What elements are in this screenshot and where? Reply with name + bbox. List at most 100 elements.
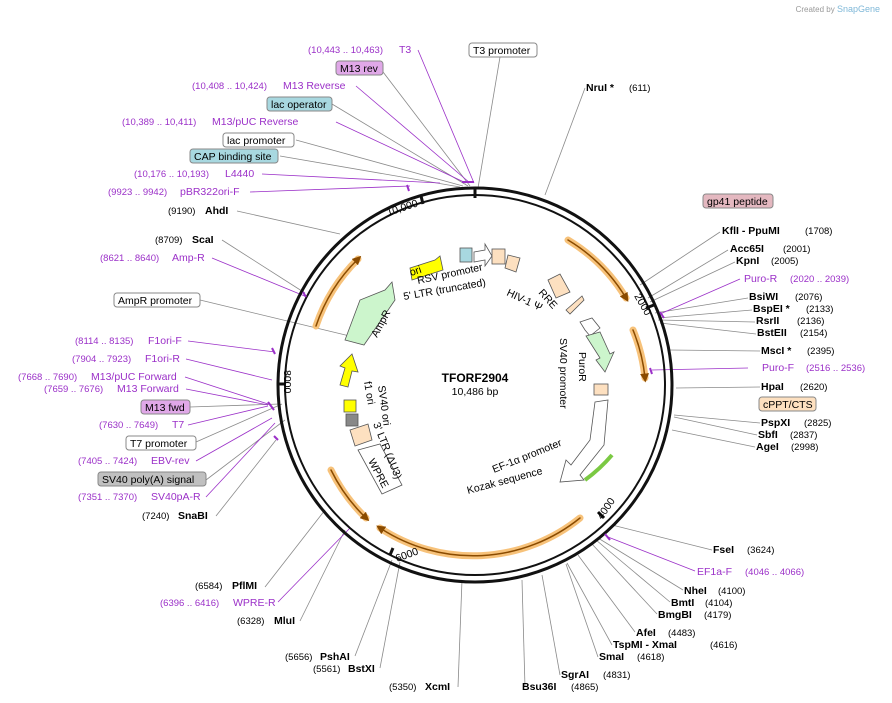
sv40-ori-box xyxy=(343,399,357,413)
enzyme-bsu36i: Bsu36I xyxy=(522,681,557,693)
enzyme-xcmi-pos: (5350) xyxy=(389,682,416,693)
enzyme-snabi-pos: (7240) xyxy=(142,511,169,522)
primer-m13puc-reverse-pos: (10,389 .. 10,411) xyxy=(122,117,196,128)
box-cap-binding-site-label: CAP binding site xyxy=(194,151,272,163)
enzyme-fsei: FseI xyxy=(713,544,734,556)
primer-pbr322ori-f: pBR322ori-F xyxy=(180,186,240,198)
cppt-box xyxy=(593,383,609,396)
enzyme-pshai-pos: (5656) xyxy=(285,652,312,663)
primer-ef1a-f: EF1a-F xyxy=(697,566,732,578)
rre-box xyxy=(547,273,571,299)
box-sv40-polya-signal-label: SV40 poly(A) signal xyxy=(102,474,194,486)
box-ampr-promoter-label: AmpR promoter xyxy=(118,295,193,307)
enzyme-bspei: BspEI * xyxy=(753,303,791,315)
enzyme-bmgbi: BmgBI xyxy=(658,609,692,621)
inner-features xyxy=(339,242,615,495)
enzyme-bmti-pos: (4104) xyxy=(705,598,732,609)
enzyme-pspxi: PspXI xyxy=(761,417,790,429)
enzyme-hpai: HpaI xyxy=(761,381,784,393)
enzyme-scai: ScaI xyxy=(192,234,214,246)
enzyme-nrui-pos: (611) xyxy=(629,83,650,94)
enzyme-msci-pos: (2395) xyxy=(807,346,834,357)
primer-m13puc-forward: M13/pUC Forward xyxy=(91,371,177,383)
enzyme-bsteii: BstEII xyxy=(757,327,787,339)
box-t3-promoter-label: T3 promoter xyxy=(473,45,531,57)
tick-label-4000: 4000 xyxy=(595,496,618,522)
enzyme-rsrii-pos: (2136) xyxy=(797,316,824,327)
enzyme-sbfi-pos: (2837) xyxy=(790,430,817,441)
enzyme-msci: MscI * xyxy=(761,345,792,357)
feature-f1-ori: f1 ori xyxy=(361,380,377,405)
primer-leader-lines xyxy=(184,49,749,603)
enzyme-mlui: MluI xyxy=(274,615,295,627)
box-cppt-cts-label: cPPT/CTS xyxy=(763,399,813,411)
primer-t7-pos: (7630 .. 7649) xyxy=(99,420,158,431)
box-m13-rev-label: M13 rev xyxy=(340,63,379,75)
enzyme-bsu36i-pos: (4865) xyxy=(571,682,598,693)
orf-arcs xyxy=(312,236,650,560)
primer-ebv-rev: EBV-rev xyxy=(151,455,190,467)
enzyme-nhei-pos: (4100) xyxy=(718,586,745,597)
hiv-box xyxy=(504,254,521,273)
gp41-site xyxy=(565,295,585,315)
primer-t3-pos: (10,443 .. 10,463) xyxy=(308,45,383,56)
enzyme-nrui: NruI * xyxy=(586,82,615,94)
primer-m13-reverse-pos: (10,408 .. 10,424) xyxy=(192,81,267,92)
box-t7-promoter-label: T7 promoter xyxy=(130,438,188,450)
enzyme-leader-lines xyxy=(189,56,761,688)
enzyme-kpni: KpnI xyxy=(736,255,759,267)
enzyme-fsei-pos: (3624) xyxy=(747,545,774,556)
box-t3-promoter xyxy=(468,42,538,58)
primer-wpre-r: WPRE-R xyxy=(233,597,276,609)
rsv-arrow xyxy=(473,242,493,268)
plasmid-size: 10,486 bp xyxy=(452,386,499,398)
enzyme-tspmi-xmai: TspMI - XmaI xyxy=(613,639,677,651)
feature-ori: ori xyxy=(408,264,423,279)
feature-boxes: T3 promoter M13 rev lac operator lac pro… xyxy=(97,42,817,487)
enzyme-pflmi-pos: (6584) xyxy=(195,581,222,592)
enzymes-right: NruI * (611) KflI - PpuMI (1708) Acc65I … xyxy=(522,82,834,693)
primer-t7: T7 xyxy=(172,419,184,431)
enzyme-ahdi: AhdI xyxy=(205,205,228,217)
enzyme-xcmi: XcmI xyxy=(425,681,450,693)
primer-m13puc-reverse: M13/pUC Reverse xyxy=(212,116,299,128)
ef1a-arrow xyxy=(559,399,609,483)
sv40-ori-small-box xyxy=(345,413,359,427)
enzymes-left: (9190) AhdI (8709) ScaI (7240) SnaBI (65… xyxy=(142,205,450,693)
box-ampr-promoter xyxy=(113,292,201,308)
primer-m13-forward-pos: (7659 .. 7676) xyxy=(44,384,103,395)
box-lac-operator-label: lac operator xyxy=(271,99,327,111)
primer-m13-forward: M13 Forward xyxy=(117,383,179,395)
enzyme-afei-pos: (4483) xyxy=(668,628,695,639)
f1ori-arrow xyxy=(339,353,359,388)
enzyme-bmti: BmtI xyxy=(671,597,694,609)
primer-puro-r: Puro-R xyxy=(744,273,778,285)
tick-label-8000: 8000 xyxy=(281,370,293,394)
primer-markers xyxy=(267,181,665,541)
primer-pbr322ori-f-pos: (9923 .. 9942) xyxy=(108,187,167,198)
primer-amp-r-pos: (8621 .. 8640) xyxy=(100,253,159,264)
backbone-outer-ring xyxy=(276,186,674,584)
enzyme-hpai-pos: (2620) xyxy=(800,382,827,393)
enzyme-snabi: SnaBI xyxy=(178,510,208,522)
box-m13-fwd-label: M13 fwd xyxy=(145,402,185,414)
enzyme-sbfi: SbfI xyxy=(758,429,778,441)
enzyme-bstxi: BstXI xyxy=(348,663,375,675)
primer-f1ori-f-pos: (8114 .. 8135) xyxy=(75,336,133,347)
snapgene-brand: SnapGene xyxy=(836,4,880,14)
enzyme-sgrai-pos: (4831) xyxy=(603,670,630,681)
puro-green-arc xyxy=(583,453,614,482)
enzyme-acc65i: Acc65I xyxy=(730,243,764,255)
enzyme-pspxi-pos: (2825) xyxy=(804,418,831,429)
feature-puror: PuroR xyxy=(576,352,588,382)
enzyme-sgrai: SgrAI xyxy=(561,669,589,681)
enzyme-bmgbi-pos: (4179) xyxy=(704,610,731,621)
ampr-arrow xyxy=(344,281,396,346)
ori-arrow xyxy=(409,255,444,281)
lac-site-box xyxy=(459,247,473,263)
box-cppt-cts xyxy=(758,396,817,412)
primer-puro-f-pos: (2516 .. 2536) xyxy=(806,363,865,374)
enzyme-bsteii-pos: (2154) xyxy=(800,328,827,339)
primer-ebv-rev-pos: (7405 .. 7424) xyxy=(78,456,137,467)
